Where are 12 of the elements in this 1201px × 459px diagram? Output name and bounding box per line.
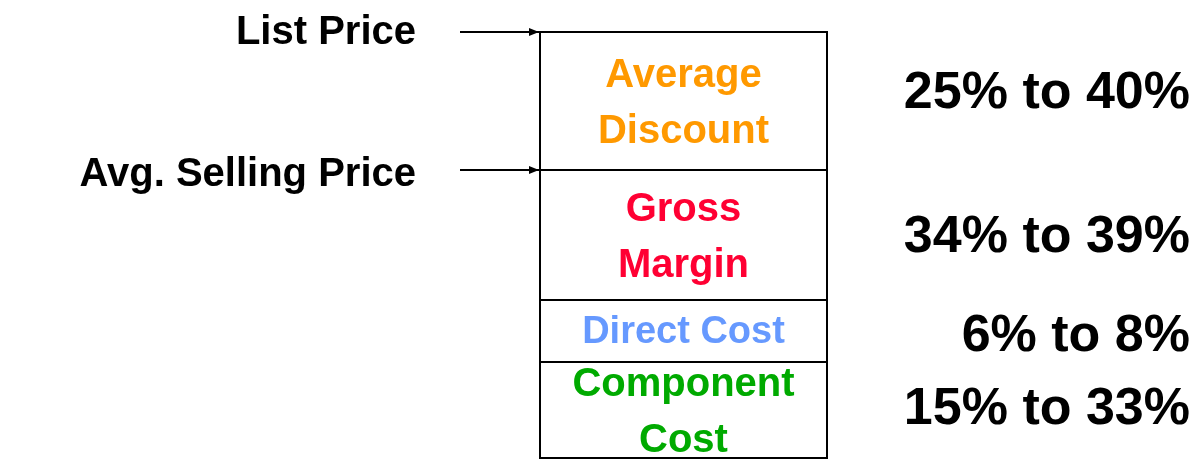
cost-segment: Average Discount [539,31,828,171]
percentage-range: 25% to 40% [902,60,1190,120]
cost-segment: Direct Cost [539,301,828,363]
percentage-range: 6% to 8% [960,303,1190,363]
arrow [459,166,540,174]
arrow [459,28,540,36]
cost-segment: Gross Margin [539,169,828,303]
percentage-range: 34% to 39% [902,204,1190,264]
percentage-range: 15% to 33% [902,376,1190,436]
price-label: List Price [80,8,416,56]
cost-segment: Component Cost [539,361,828,459]
price-label: Avg. Selling Price [0,150,416,198]
